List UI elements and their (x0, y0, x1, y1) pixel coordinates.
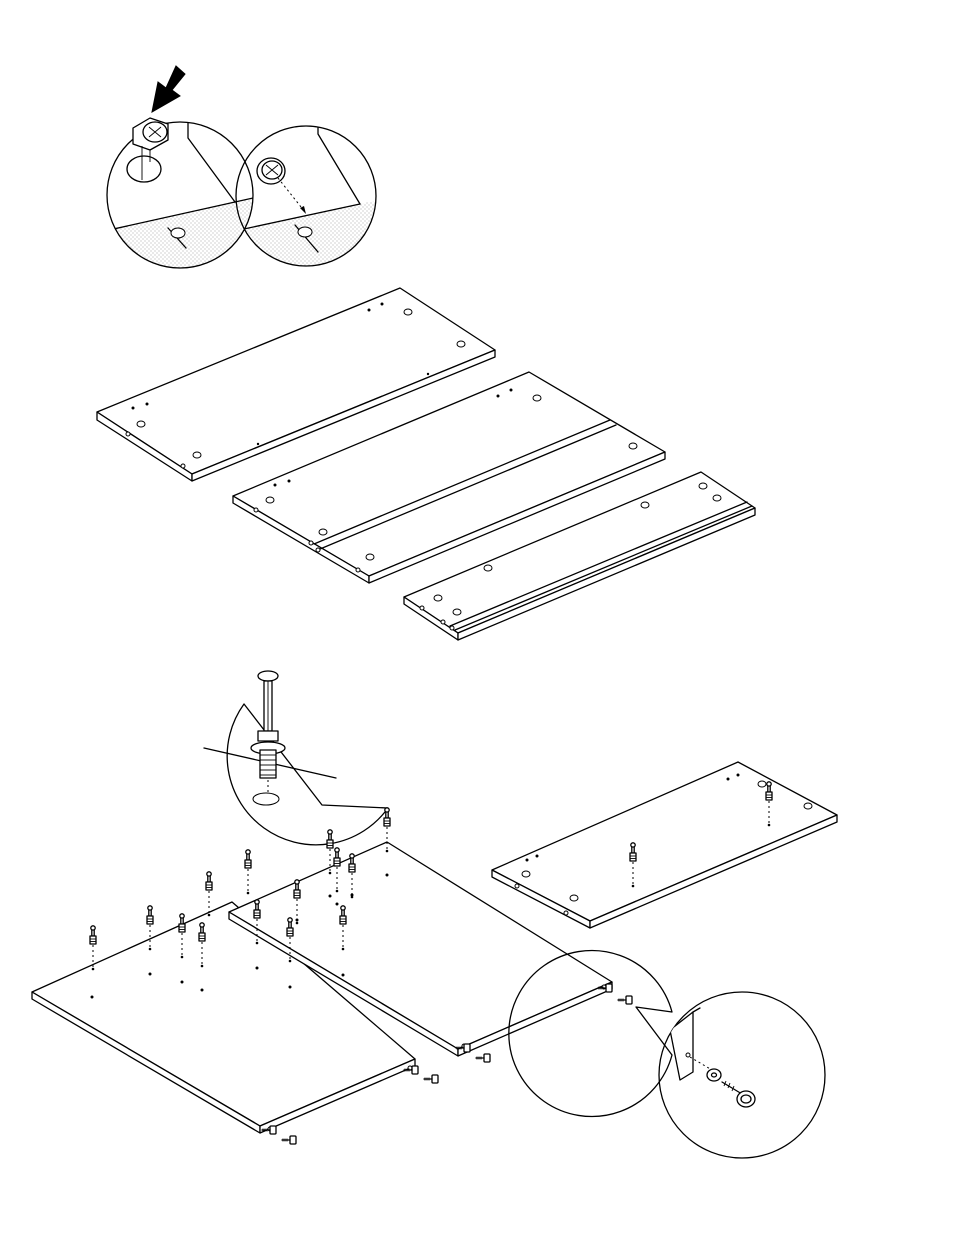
screw-icon (476, 1054, 490, 1062)
cam-lock-inserted-icon (257, 158, 285, 184)
push-arrow-icon (152, 66, 185, 112)
cam-lock-detail-left (100, 66, 262, 280)
screw-icon (282, 1136, 296, 1144)
washer-icon (707, 1069, 721, 1081)
screw-icon (618, 996, 632, 1004)
cam-bolt-detail (204, 671, 388, 845)
screw-icon (722, 1081, 755, 1107)
cam-lock-detail (100, 66, 380, 280)
cam-bolt-icon (245, 850, 251, 895)
cam-bolt-icon (206, 872, 212, 917)
cam-bolt-icon (251, 671, 285, 793)
screw-icon (424, 1075, 438, 1083)
right-board (492, 762, 837, 928)
cam-lock-icon (127, 118, 168, 182)
